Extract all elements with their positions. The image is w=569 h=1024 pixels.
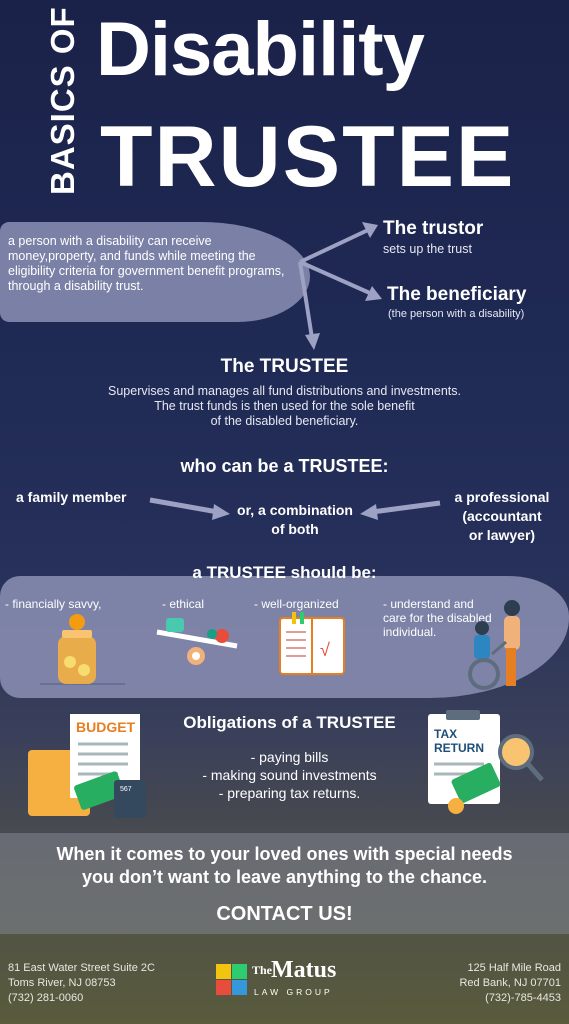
quality-ethical: - ethical [162,597,205,611]
trustor-desc: sets up the trust [383,242,472,256]
trustee-desc-line2: The trust funds is then used for the sol… [154,399,415,413]
page-title-line2: TRUSTEE [100,109,516,205]
budget-folder-icon: BUDGET 567 [28,714,146,818]
cta-band [0,833,569,934]
arrow-head-family [212,504,230,520]
arrow-to-trustee [298,261,314,339]
cta-line2: you don’t want to leave anything to the … [81,867,488,887]
budget-label: BUDGET [76,719,136,735]
intro-text: a person with a disability can receive m… [8,234,285,293]
qualities-heading: a TRUSTEE should be: [192,563,377,582]
arrow-head-trustee [305,333,320,350]
footer-left-line2: Toms River, NJ 08753 [8,977,116,989]
arrow-head-trustor [362,222,378,238]
trustee-heading: The TRUSTEE [220,356,349,377]
tax-return-icon: TAX RETURN [428,710,544,814]
who-combination: or, a combination of both [220,501,370,539]
obligation-tax-returns: - preparing tax returns. [218,785,361,801]
footer-right-line1: 125 Half Mile Road [467,962,561,974]
arrow-head-pro [360,504,378,520]
who-pro-line1: a professional [454,489,550,505]
obligation-investments: - making sound investments [202,767,377,783]
arrow-head-beneficiary [365,286,382,301]
footer-address-red-bank: 125 Half Mile Road Red Bank, NJ 07701 (7… [459,961,561,1006]
who-family: a family member [16,489,127,505]
who-pro-line2: (accountant [462,508,542,524]
arrow-family-combo [149,497,219,515]
quality-financially-savvy: - financially savvy, [5,597,102,611]
trustee-desc-line1: Supervises and manages all fund distribu… [108,384,461,398]
contact-us-link[interactable]: CONTACT US! [216,903,353,925]
caregiver-wheelchair-icon [468,600,520,690]
trustee-desc-line3: of the disabled beneficiary. [210,414,359,428]
page-title-line1: Disability [96,7,425,92]
money-jar-icon [40,614,125,685]
tax-label-1: TAX [434,727,457,741]
footer-left-phone[interactable]: (732) 281-0060 [8,992,84,1004]
cta-line1: When it comes to your loved ones with sp… [56,844,513,864]
who-pro-line3: or lawyer) [468,527,536,543]
logo-subtitle: LAW GROUP [254,987,333,997]
beneficiary-heading: The beneficiary [387,284,527,305]
arrow-to-beneficiary [299,260,373,296]
footer-left-line1: 81 East Water Street Suite 2C [8,962,155,974]
quality-understand-care: - understand and care for the disabled i… [383,597,492,639]
logo-name: Matus [271,957,337,983]
calc-display: 567 [120,786,132,793]
tax-label-2: RETURN [434,741,484,755]
who-heading: who can be a TRUSTEE: [180,456,389,476]
who-professional: a professional (accountant or lawyer) [444,488,560,545]
footer-right-phone[interactable]: (732)-785-4453 [485,992,561,1004]
obligations-heading: Obligations of a TRUSTEE [183,713,396,732]
beneficiary-desc: (the person with a disability) [388,308,525,320]
notebook-icon: √ [279,612,345,675]
obligation-paying-bills: - paying bills [250,749,329,765]
trustor-heading: The trustor [383,218,484,239]
cta-message: When it comes to your loved ones with sp… [0,843,569,889]
obligations-list: - paying bills - making sound investment… [162,748,417,802]
trustee-description: Supervises and manages all fund distribu… [0,384,569,429]
logo-the: The [252,963,273,977]
who-combo-line2: of both [271,521,319,537]
footer-right-line2: Red Bank, NJ 07701 [459,977,561,989]
quality-well-organized: - well-organized [254,597,339,611]
balance-scale-icon [156,618,238,665]
svg-text:√: √ [320,640,330,660]
intro-blob [0,222,310,322]
arrow-to-trustor [299,228,369,264]
footer-address-toms-river: 81 East Water Street Suite 2C Toms River… [8,961,155,1006]
who-combo-line1: or, a combination [237,502,353,518]
arrow-pro-combo [371,500,441,515]
puzzle-logo-icon [216,964,247,995]
